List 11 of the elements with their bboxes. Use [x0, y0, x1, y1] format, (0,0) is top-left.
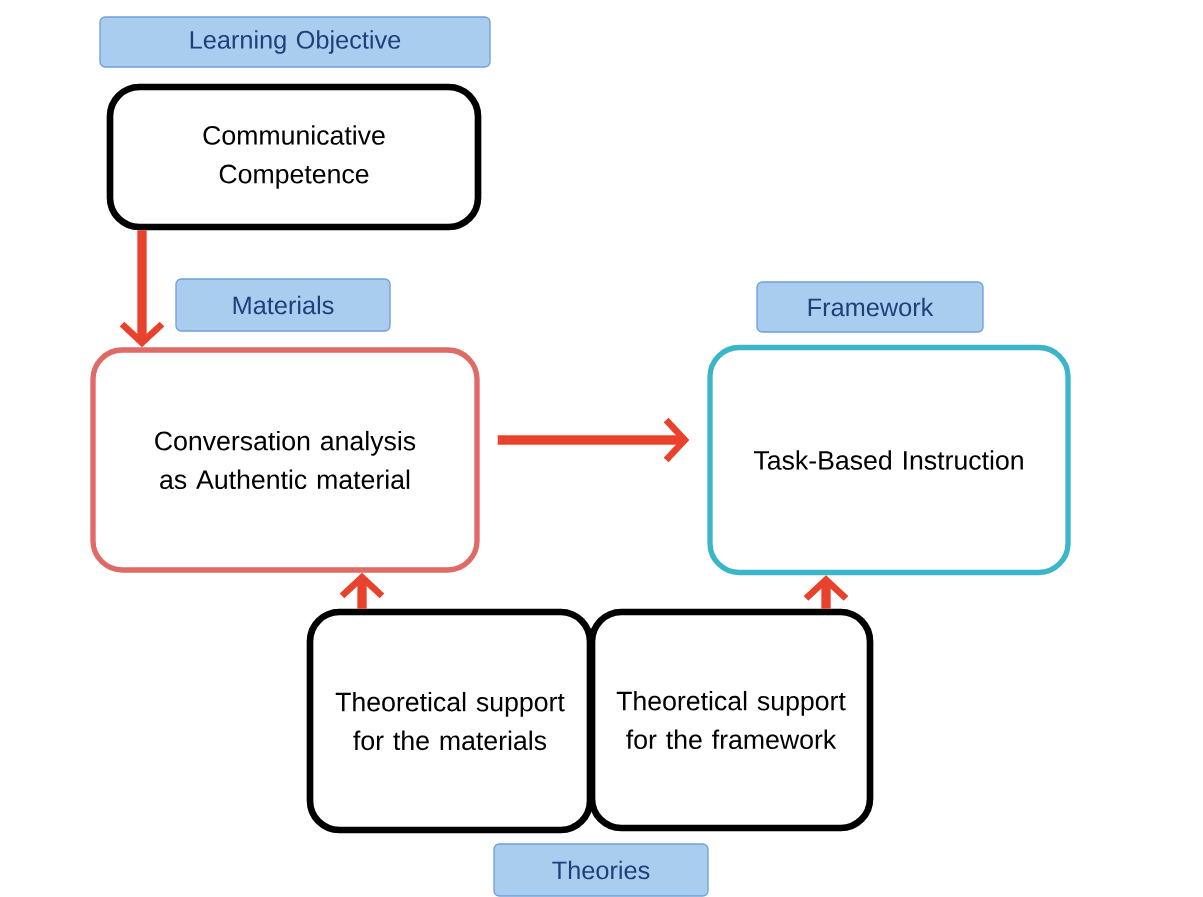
label-tag: Theories [493, 843, 709, 897]
arrow [119, 230, 165, 348]
label-tag: Materials [175, 278, 391, 332]
concept-box: Theoretical support for the framework [588, 608, 874, 832]
label-tag: Framework [756, 281, 984, 333]
concept-box: Task-Based Instruction [707, 344, 1071, 576]
arrow [497, 417, 690, 463]
concept-box: Communicative Competence [106, 83, 482, 231]
concept-box: Conversation analysis as Authentic material [90, 347, 480, 573]
label-tag: Learning Objective [99, 16, 491, 68]
concept-box: Theoretical support for the materials [306, 608, 594, 834]
